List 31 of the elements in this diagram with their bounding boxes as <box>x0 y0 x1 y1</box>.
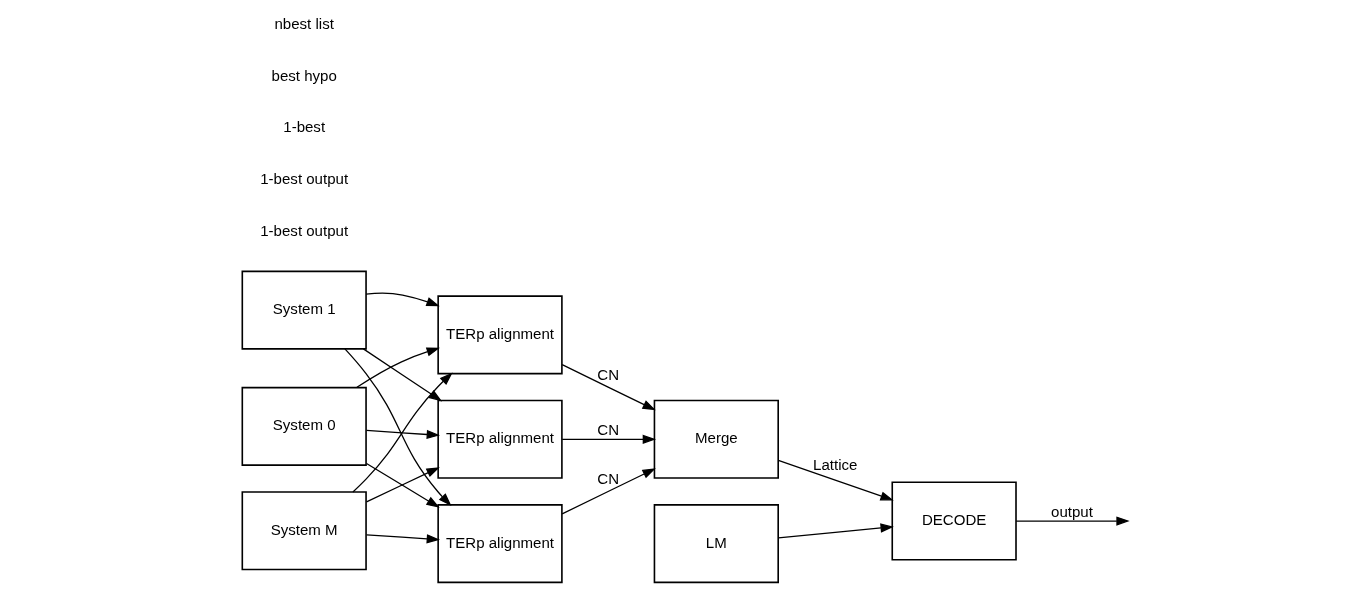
node-box: DECODE <box>890 481 1017 561</box>
arrow <box>777 459 894 501</box>
node-box: System 1 <box>241 270 367 350</box>
node-box: Merge <box>653 399 779 479</box>
node-box: System M <box>241 491 367 571</box>
node-box: System 0 <box>241 386 367 466</box>
label: best hypo <box>271 66 337 84</box>
node-box: TERp alignment <box>436 504 563 584</box>
arrow <box>561 434 656 444</box>
edge-label: Lattice <box>812 455 857 473</box>
arrow <box>351 372 453 493</box>
label: 1-best output <box>259 169 348 187</box>
edge-label: CN <box>596 366 619 384</box>
node-box: TERp alignment <box>436 399 563 479</box>
arrow <box>777 523 894 539</box>
edge-label: CN <box>596 469 619 487</box>
arrow <box>561 468 656 515</box>
arrow <box>561 364 656 411</box>
label: nbest list <box>273 14 334 32</box>
arrow <box>365 534 440 544</box>
arrow <box>365 429 440 440</box>
edge-label: CN <box>596 421 619 439</box>
edge-label: output <box>1050 502 1093 520</box>
arrow <box>365 292 440 307</box>
node-box: TERp alignment <box>436 295 563 375</box>
arrow <box>355 347 440 388</box>
label: 1-best output <box>259 221 348 239</box>
arrow <box>343 348 451 507</box>
arrow <box>1014 516 1130 526</box>
node-box: LM <box>653 504 779 584</box>
label: 1-best <box>282 118 325 136</box>
